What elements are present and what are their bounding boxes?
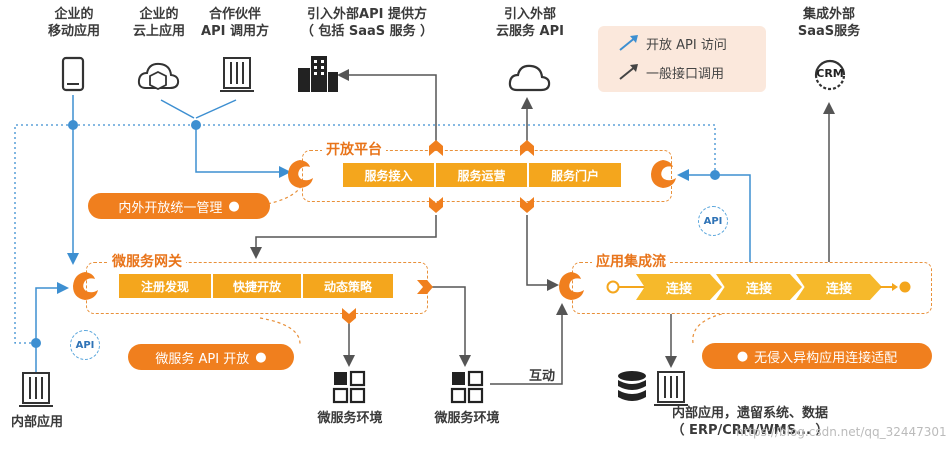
segment-register-discover[interactable]: 注册发现 — [119, 274, 213, 298]
label-ms-env-2: 微服务环境 — [434, 411, 500, 426]
legend — [598, 26, 766, 92]
crm-label: CRM — [816, 67, 844, 80]
flow-step-connect-2[interactable]: 连接 — [716, 274, 802, 300]
watermark: https://blog.csdn.net/qq_32447301 — [736, 425, 947, 439]
server-rack-icon — [654, 371, 688, 406]
port-marker-icon — [429, 140, 443, 156]
open-platform-title: 开放平台 — [322, 139, 386, 159]
bird-logo-icon — [651, 160, 676, 188]
junction-dot-partner — [191, 120, 201, 130]
bullet-dot-icon: ● — [736, 348, 749, 364]
junction-dot-mobile — [68, 120, 78, 130]
flow-step-connect-1[interactable]: 连接 — [636, 274, 722, 300]
crm-icon — [814, 59, 846, 91]
label-partner: 合作伙伴 API 调用方 — [201, 7, 269, 39]
gateway-note: 微服务 API 开放 ● — [128, 344, 294, 370]
segment-dynamic-policy[interactable]: 动态策略 — [323, 279, 372, 294]
bird-logo-icon — [73, 272, 98, 300]
bullet-dot-icon: ● — [255, 349, 267, 365]
bird-logo-icon — [288, 160, 313, 188]
segment-service-access[interactable]: 服务接入 — [343, 163, 436, 187]
server-rack-icon — [220, 57, 254, 92]
flow-step-connect-3[interactable]: 连接 — [796, 274, 882, 300]
label-internal-legacy: 内部应用，遗留系统、数据 （ ERP/CRM/WMS... ） — [671, 406, 829, 438]
integration-note: ● 无侵入异构应用连接适配 — [702, 343, 932, 369]
legend-gray-arrow-icon — [619, 64, 638, 80]
cloud-app-icon — [137, 62, 180, 91]
label-ms-env-1: 微服务环境 — [317, 411, 383, 426]
gateway-bar: 注册发现 快捷开放 动态策略 — [119, 274, 393, 298]
cloud-icon — [508, 64, 551, 92]
port-marker-icon — [520, 140, 534, 156]
gateway-title: 微服务网关 — [108, 251, 186, 271]
port-marker-icon — [520, 197, 534, 213]
port-marker-icon — [429, 197, 443, 213]
bullet-dot-icon: ● — [228, 198, 240, 214]
flow-start-icon — [606, 280, 646, 294]
segment-service-portal[interactable]: 服务门户 — [550, 168, 599, 183]
segment-quick-open[interactable]: 快捷开放 — [213, 274, 303, 298]
open-platform-note-text: 内外开放统一管理 — [118, 200, 223, 216]
label-cloud-app: 企业的 云上应用 — [132, 7, 185, 39]
open-platform-bar: 服务接入 服务运营 服务门户 — [343, 163, 621, 187]
server-rack-icon — [19, 372, 53, 407]
api-badge: API — [698, 206, 728, 236]
label-internal-app: 内部应用 — [10, 415, 63, 430]
grid-blocks-icon — [450, 370, 484, 404]
legend-general-call: 一般接口调用 — [646, 67, 725, 82]
label-cloud-service: 引入外部 云服务 API — [496, 7, 564, 39]
port-marker-icon — [342, 308, 356, 324]
bird-logo-icon — [559, 272, 584, 300]
junction-dot-right — [710, 170, 720, 180]
integration-title: 应用集成流 — [592, 251, 670, 271]
segment-service-ops[interactable]: 服务运营 — [436, 163, 529, 187]
open-platform-note: 内外开放统一管理 ● — [88, 193, 270, 219]
label-external-api: 引入外部API 提供方 （ 包括 SaaS 服务 ） — [300, 7, 434, 39]
api-badge: API — [70, 330, 100, 360]
label-saas: 集成外部 SaaS服务 — [797, 7, 861, 39]
database-icon — [618, 371, 646, 401]
port-marker-icon — [417, 280, 433, 294]
label-interact: 互动 — [528, 369, 555, 384]
grid-blocks-icon — [332, 370, 366, 404]
buildings-icon — [298, 56, 338, 92]
flow-end-icon — [880, 281, 911, 293]
label-mobile-app: 企业的 移动应用 — [47, 7, 100, 39]
junction-dot-internal — [31, 338, 41, 348]
integration-note-text: 无侵入异构应用连接适配 — [754, 350, 898, 366]
legend-blue-arrow-icon — [619, 35, 638, 51]
legend-open-api: 开放 API 访问 — [646, 38, 727, 53]
mobile-phone-icon — [61, 56, 85, 92]
gateway-note-text: 微服务 API 开放 — [155, 351, 250, 367]
